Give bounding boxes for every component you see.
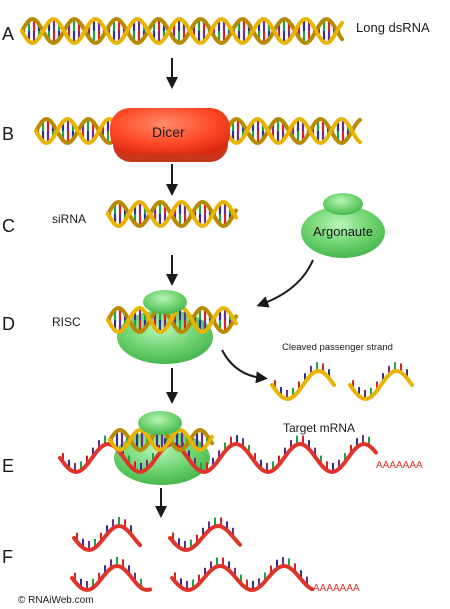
cleaved-passenger-fragment — [270, 362, 336, 402]
sirna-label: siRNA — [52, 212, 86, 226]
strand-back — [20, 16, 344, 46]
target-mrna-strand — [58, 435, 378, 475]
dicer-enzyme — [110, 108, 230, 162]
step-label-e: E — [2, 456, 14, 476]
strand-back — [224, 116, 362, 146]
strand-front — [224, 116, 362, 146]
sirna-helix — [106, 199, 238, 229]
strand — [348, 368, 414, 402]
strand-front — [106, 305, 238, 335]
cleaved-passenger-label: Cleaved passenger strand — [282, 342, 393, 353]
strand-front — [20, 16, 344, 46]
cleaved-mrna-fragment — [168, 517, 242, 553]
argonaute-protein — [301, 193, 385, 258]
risc-sirna-helix — [106, 305, 238, 335]
arrow-to-cleaved-passenger — [221, 349, 268, 384]
strand — [168, 523, 242, 553]
copyright-credit: © RNAiWeb.com — [18, 595, 94, 606]
argonaute-label: Argonaute — [313, 224, 373, 239]
long-dsrna-label: Long dsRNA — [356, 20, 430, 35]
long-dsrna-helix — [20, 16, 344, 46]
step-label-f: F — [2, 547, 13, 567]
strand — [70, 564, 152, 592]
strand — [270, 368, 336, 402]
risc-argonaute-cap — [143, 290, 187, 314]
strand — [72, 524, 142, 552]
dsrna-right-segment — [224, 116, 362, 146]
risc-argonaute-cap-target — [138, 411, 182, 435]
step-label-c: C — [2, 216, 15, 236]
dicer-label: Dicer — [152, 124, 185, 140]
strand-front — [108, 427, 214, 453]
strand — [170, 563, 314, 593]
poly-a-tail-label-f: AAAAAAA — [313, 583, 360, 594]
step-label-a: A — [2, 24, 14, 44]
arrow-argonaute-to-risc — [256, 259, 314, 308]
step-label-b: B — [2, 124, 14, 144]
cleaved-mrna-fragment — [72, 517, 142, 552]
dsrna-left-segment — [34, 116, 120, 146]
target-mrna-label: Target mRNA — [283, 421, 355, 435]
step-label-d: D — [2, 314, 15, 334]
strand — [58, 441, 378, 475]
cleaved-passenger-fragment — [348, 362, 414, 402]
risc-label: RISC — [52, 315, 81, 329]
strand-front — [34, 116, 120, 146]
poly-a-tail-label: AAAAAAA — [376, 460, 423, 471]
cleaved-mrna-fragment — [170, 557, 314, 593]
cleaved-mrna-fragment — [70, 557, 152, 592]
strand-front — [106, 199, 238, 229]
